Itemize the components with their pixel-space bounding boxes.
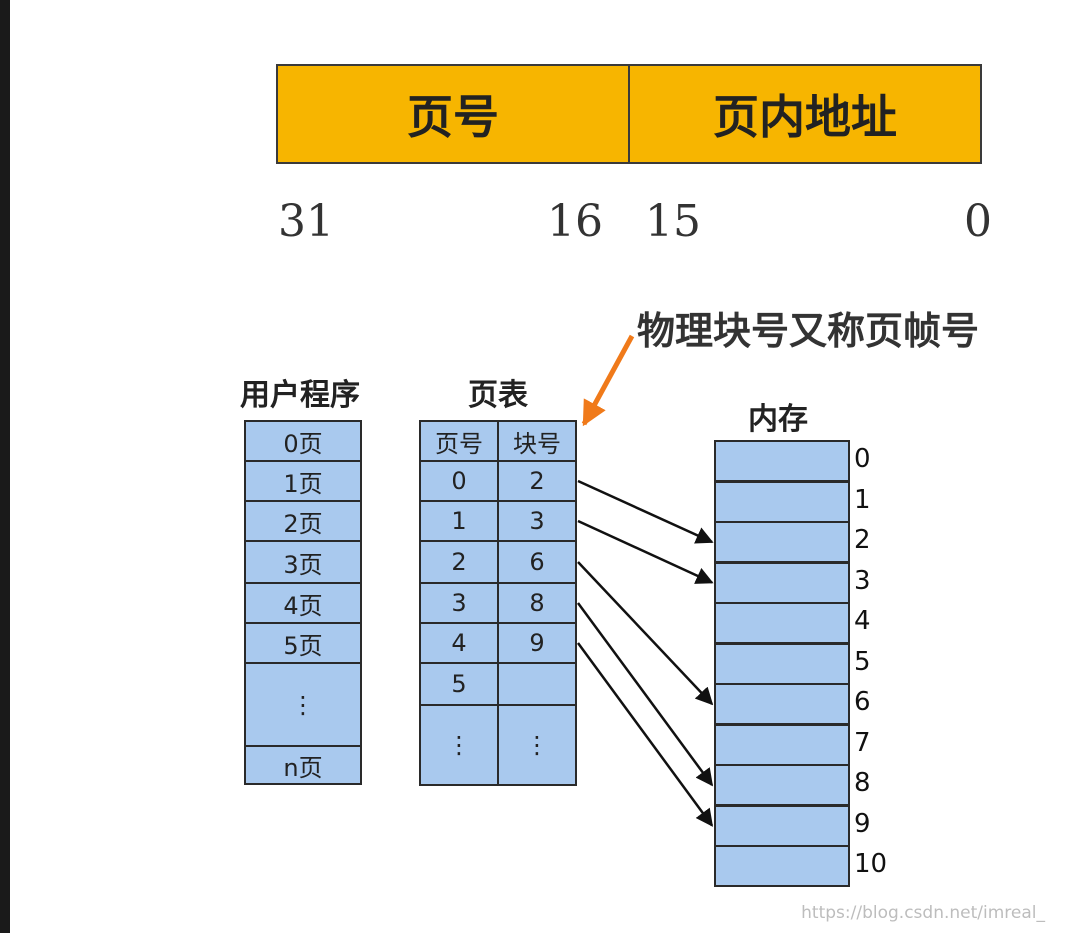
user-program-page-5: 5页 [244,622,362,664]
watermark: https://blog.csdn.net/imreal_ [801,903,1045,923]
memory-frame-label: 5 [854,646,871,677]
page-table-header-frame: 块号 [497,420,577,462]
user-program-page-1: 1页 [244,460,362,502]
page-table-frame-cell: 8 [497,582,577,624]
memory-title: 内存 [748,402,808,437]
bit-31-label: 31 [278,196,334,247]
user-program-ellipsis: ⋮ [244,662,362,747]
memory-frame-label: 2 [854,525,871,555]
memory-frame-1 [714,480,850,523]
page-table-title: 页表 [468,378,528,413]
memory-frame-6 [714,683,850,725]
mapping-arrow [577,479,714,544]
page-number-field: 页号 [278,66,630,162]
user-program-page-3: 3页 [244,540,362,584]
memory-frame-label: 4 [854,606,871,636]
page-table-frame-cell: ⋮ [497,704,577,786]
bit-0-label: 0 [964,196,992,247]
mapping-arrow [577,561,714,706]
memory-frame-8 [714,764,850,806]
page-table-frame-cell: 9 [497,622,577,664]
page-table-frame-cell: 3 [497,500,577,542]
mapping-arrow [576,642,714,827]
memory-frame-4 [714,602,850,644]
memory-frame-label: 0 [854,444,871,474]
memory-frame-10 [714,845,850,887]
memory-frame-label: 7 [854,727,871,758]
page-table-page-cell: 1 [419,500,499,542]
page-offset-field: 页内地址 [713,90,897,144]
left-border [0,0,10,933]
bit-15-label: 15 [645,196,701,247]
mapping-arrow [577,519,714,584]
memory-frame-label: 10 [854,849,888,879]
memory-frame-label: 6 [854,687,871,717]
page-table-frame-cell: 2 [497,460,577,502]
user-program-title: 用户程序 [240,378,360,413]
logical-address-format: 页号 页内地址 [276,64,982,164]
memory-frame-label: 9 [854,808,871,839]
user-program-page-7: n页 [244,745,362,785]
page-to-frame-arrows [576,479,714,827]
bit-16-label: 16 [547,196,603,247]
annotation-pointer-arrow [581,334,635,427]
mapping-arrow [576,602,714,787]
memory-frame-label: 3 [854,565,871,596]
frame-number-annotation: 物理块号又称页帧号 [637,309,980,353]
page-table-page-cell: 5 [419,662,499,706]
memory-frame-label: 1 [854,484,871,515]
memory-frame-label: 8 [854,768,871,798]
page-table-page-cell: 2 [419,540,499,584]
